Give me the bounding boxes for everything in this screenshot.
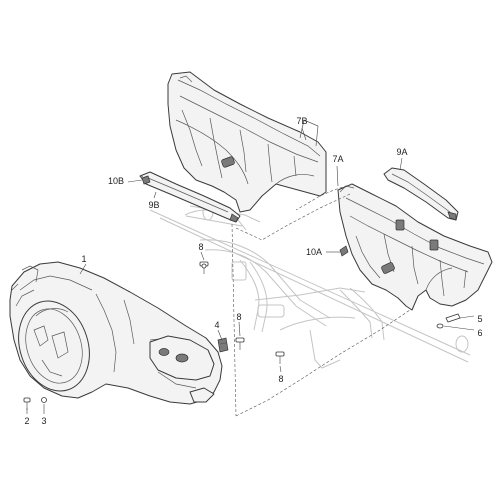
callout-9b: 9B <box>148 200 159 210</box>
clip-10b <box>141 175 151 185</box>
part-7a-front-cover <box>337 183 493 311</box>
washer-6 <box>436 323 444 329</box>
callout-10a: 10A <box>306 247 322 257</box>
callout-7b: 7B <box>296 116 307 126</box>
clip-10a <box>339 245 349 257</box>
part-1-handlebar-cover <box>9 261 223 405</box>
callout-7a: 7A <box>332 154 343 164</box>
screw-8-middle <box>235 337 245 350</box>
callout-8-lower: 8 <box>278 374 283 384</box>
part-7b-rear-cover <box>167 71 327 213</box>
callout-6: 6 <box>477 328 482 338</box>
part-9b-trim-strip <box>139 171 241 223</box>
part-9a-trim-strip <box>383 167 459 221</box>
leader-lines <box>26 127 475 414</box>
callout-3: 3 <box>41 416 46 426</box>
callout-1: 1 <box>81 254 86 264</box>
callout-8-middle: 8 <box>236 312 241 322</box>
callout-4: 4 <box>214 320 219 330</box>
callout-10b: 10B <box>108 176 124 186</box>
fasteners <box>23 175 461 410</box>
callout-2: 2 <box>24 416 29 426</box>
washer-3 <box>41 397 47 403</box>
callout-5: 5 <box>477 314 482 324</box>
callout-labels: 1 2 3 4 5 6 7A 7B 8 8 8 9A 9B 10A 10B <box>24 116 482 426</box>
screw-5 <box>445 313 461 323</box>
clip-4 <box>217 337 229 353</box>
screw-8-lower <box>275 351 285 364</box>
callout-9a: 9A <box>396 147 407 157</box>
callout-8-upper: 8 <box>198 242 203 252</box>
screw-2 <box>23 397 31 410</box>
screw-8-upper <box>199 261 209 274</box>
